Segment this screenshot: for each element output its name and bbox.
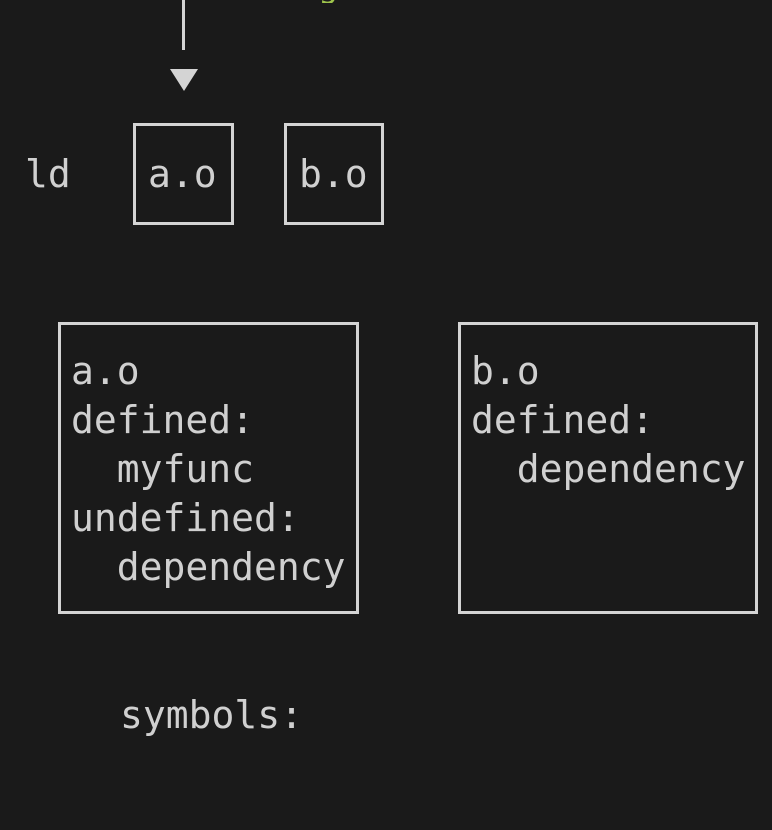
symbol-table-box-a[interactable]: a.o defined: myfunc undefined: dependenc…	[58, 322, 359, 614]
symbol-table-line: defined:	[71, 398, 255, 442]
object-file-label-b: b.o	[299, 152, 368, 196]
object-file-box-a[interactable]: a.o	[133, 123, 234, 225]
arrow-line	[182, 0, 185, 50]
symbol-table-line: dependency	[71, 545, 346, 589]
clipped-green-text-fragment-1: g	[318, 0, 338, 3]
object-file-label-a: a.o	[148, 152, 217, 196]
arrow-head-down-icon	[170, 69, 198, 91]
stage-label-ld: ld	[25, 152, 71, 196]
object-file-box-b[interactable]: b.o	[284, 123, 384, 225]
clipped-green-text-fragment-2: o	[451, 0, 471, 3]
symbol-table-line: defined:	[471, 398, 655, 442]
symbol-table-line: b.o	[471, 349, 540, 393]
symbol-table-box-b[interactable]: b.o defined: dependency	[458, 322, 758, 614]
footer-label-symbols: symbols:	[120, 693, 304, 737]
symbol-table-line: dependency	[471, 447, 746, 491]
symbol-table-line: undefined:	[71, 496, 300, 540]
symbol-table-line: a.o	[71, 349, 140, 393]
symbol-table-line: myfunc	[71, 447, 255, 491]
